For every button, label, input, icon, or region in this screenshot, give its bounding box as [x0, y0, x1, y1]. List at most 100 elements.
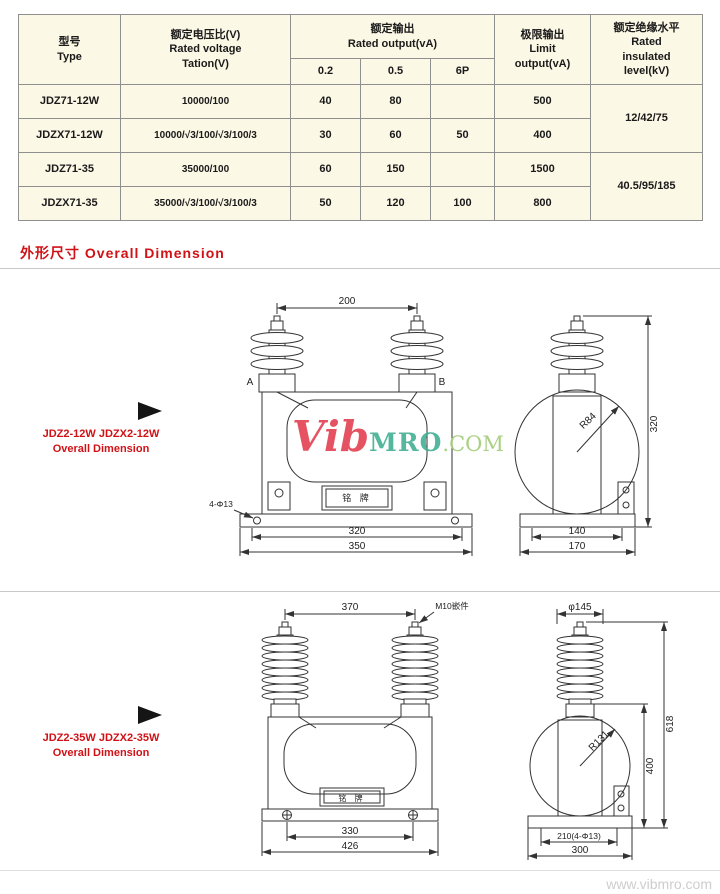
dim-width-170: 170 [569, 541, 586, 552]
drawing1-label-model: JDZ2-12W JDZX2-12W [42, 428, 160, 440]
dim-width-320: 320 [349, 526, 366, 537]
cell-out-0.5: 120 [360, 186, 431, 221]
terminal-label-a: A [247, 377, 254, 388]
cell-voltage: 10000/100 [120, 84, 291, 119]
footer-url: www.vibmro.com [606, 876, 712, 892]
watermark-vib: Vib [292, 412, 370, 461]
base-plate [261, 808, 439, 822]
spec-table: 型号 Type 额定电压比(V) Rated voltage Tation(V)… [18, 14, 703, 221]
dim-width-210: 210(4-Φ13) [557, 831, 601, 841]
drawing2-label-caption: Overall Dimension [52, 747, 150, 759]
cell-type: JDZ71-12W [18, 84, 121, 119]
section-title: 外形尺寸 Overall Dimension [20, 245, 225, 261]
terminal-label-b: B [439, 377, 446, 388]
drawing2-label-model: JDZ2-35W JDZX2-35W [42, 732, 160, 744]
site-watermark: VibMRO.COM [292, 412, 504, 461]
cell-limit: 1500 [494, 152, 591, 187]
front-view-35w [261, 609, 439, 856]
drawing-jdz2-12w: 200 A B 4-Φ13 铭 牌 320 350 R84 320 140 17… [209, 296, 660, 556]
dim-width-140: 140 [569, 526, 586, 537]
divider [0, 870, 720, 871]
cell-type: JDZX71-35 [18, 186, 121, 221]
cell-limit: 500 [494, 84, 591, 119]
dim-dia-145: φ145 [568, 602, 592, 613]
cell-out-6p: 100 [430, 186, 495, 221]
cell-limit: 400 [494, 118, 591, 153]
cell-out-0.5: 150 [360, 152, 431, 187]
core-outline [552, 395, 602, 515]
dim-width-350: 350 [349, 541, 366, 552]
col-header-insulation: 额定绝缘水平 Rated insulated level(kV) [590, 14, 703, 85]
bushing-side [556, 621, 604, 705]
nameplate-box [321, 485, 393, 511]
watermark-com: .COM [442, 432, 504, 456]
cell-type: JDZX71-12W [18, 118, 121, 153]
pointer-arrow-icon [138, 402, 162, 420]
cell-out-0.2: 60 [290, 152, 361, 187]
dim-top-370: 370 [342, 602, 359, 613]
front-view-12w [233, 303, 473, 556]
side-view-12w [514, 315, 652, 556]
cell-voltage: 35000/√3/100/√3/100/3 [120, 186, 291, 221]
cell-voltage: 35000/100 [120, 152, 291, 187]
bushing-left [261, 621, 309, 705]
holes-callout: 4-Φ13 [209, 499, 233, 509]
nameplate-text: 铭 牌 [338, 793, 365, 803]
table-row: JDZX71-35 35000/√3/100/√3/100/3 50 120 1… [18, 186, 703, 221]
bushing-right [390, 315, 444, 375]
cell-out-0.2: 40 [290, 84, 361, 119]
cell-out-6p [430, 152, 495, 187]
cell-voltage: 10000/√3/100/√3/100/3 [120, 118, 291, 153]
table-header-row-1: 型号 Type 额定电压比(V) Rated voltage Tation(V)… [18, 14, 703, 85]
cell-out-0.2: 50 [290, 186, 361, 221]
cell-insulation: 40.5/95/185 [590, 152, 703, 221]
mount-channel [613, 785, 630, 817]
pointer-arrow-icon [138, 706, 162, 724]
drawing-jdz2-35w: 370 M10嵌件 铭 牌 330 426 φ145 R131 400 618 … [261, 601, 676, 860]
cell-out-6p: 50 [430, 118, 495, 153]
divider [0, 591, 720, 592]
core-outline [557, 719, 603, 817]
bushing-side [550, 315, 604, 375]
table-row: JDZ71-12W 10000/100 40 80 500 12/42/75 [18, 84, 703, 153]
base-plate-side [527, 815, 633, 829]
dim-top-200: 200 [339, 296, 356, 307]
side-view-35w [527, 609, 668, 860]
col-header-accuracy-0.2: 0.2 [290, 58, 361, 85]
cell-out-6p [430, 84, 495, 119]
cell-out-0.5: 60 [360, 118, 431, 153]
bushing-column-left [258, 373, 296, 393]
cell-out-0.2: 30 [290, 118, 361, 153]
drawing1-label: JDZ2-12W JDZX2-12W Overall Dimension [22, 427, 180, 457]
base-plate [239, 513, 473, 528]
drawing2-dim-texts: 370 M10嵌件 铭 牌 330 426 φ145 R131 400 618 … [338, 601, 676, 856]
bushing-column-right [398, 373, 436, 393]
cell-type: JDZ71-35 [18, 152, 121, 187]
dim-width-426: 426 [342, 841, 359, 852]
cell-limit: 800 [494, 186, 591, 221]
insert-label-m10: M10嵌件 [435, 601, 469, 611]
base-plate-side [519, 513, 636, 528]
dim-height-400: 400 [645, 757, 656, 774]
col-header-rated-output: 额定输出 Rated output(vA) [290, 14, 495, 59]
drawing2-label: JDZ2-35W JDZX2-35W Overall Dimension [22, 731, 180, 761]
divider [0, 268, 720, 269]
radius-label-r84: R84 [578, 411, 599, 432]
bushing-left [250, 315, 304, 375]
winding-outline [286, 399, 428, 483]
dim-height-320: 320 [649, 415, 660, 432]
col-header-voltage: 额定电压比(V) Rated voltage Tation(V) [120, 14, 291, 85]
cell-out-0.5: 80 [360, 84, 431, 119]
watermark-mro: MRO [369, 428, 443, 457]
dim-height-618: 618 [665, 715, 676, 732]
bushing-right [391, 621, 439, 705]
winding-outline [283, 723, 417, 795]
table-row: JDZ71-35 35000/100 60 150 1500 40.5/95/1… [18, 152, 703, 221]
mount-channel [617, 481, 635, 515]
col-header-limit-output: 极限输出 Limit output(vA) [494, 14, 591, 85]
drawing1-label-caption: Overall Dimension [52, 443, 150, 455]
dim-width-330: 330 [342, 826, 359, 837]
cell-insulation: 12/42/75 [590, 84, 703, 153]
nameplate-text: 铭 牌 [342, 492, 372, 503]
